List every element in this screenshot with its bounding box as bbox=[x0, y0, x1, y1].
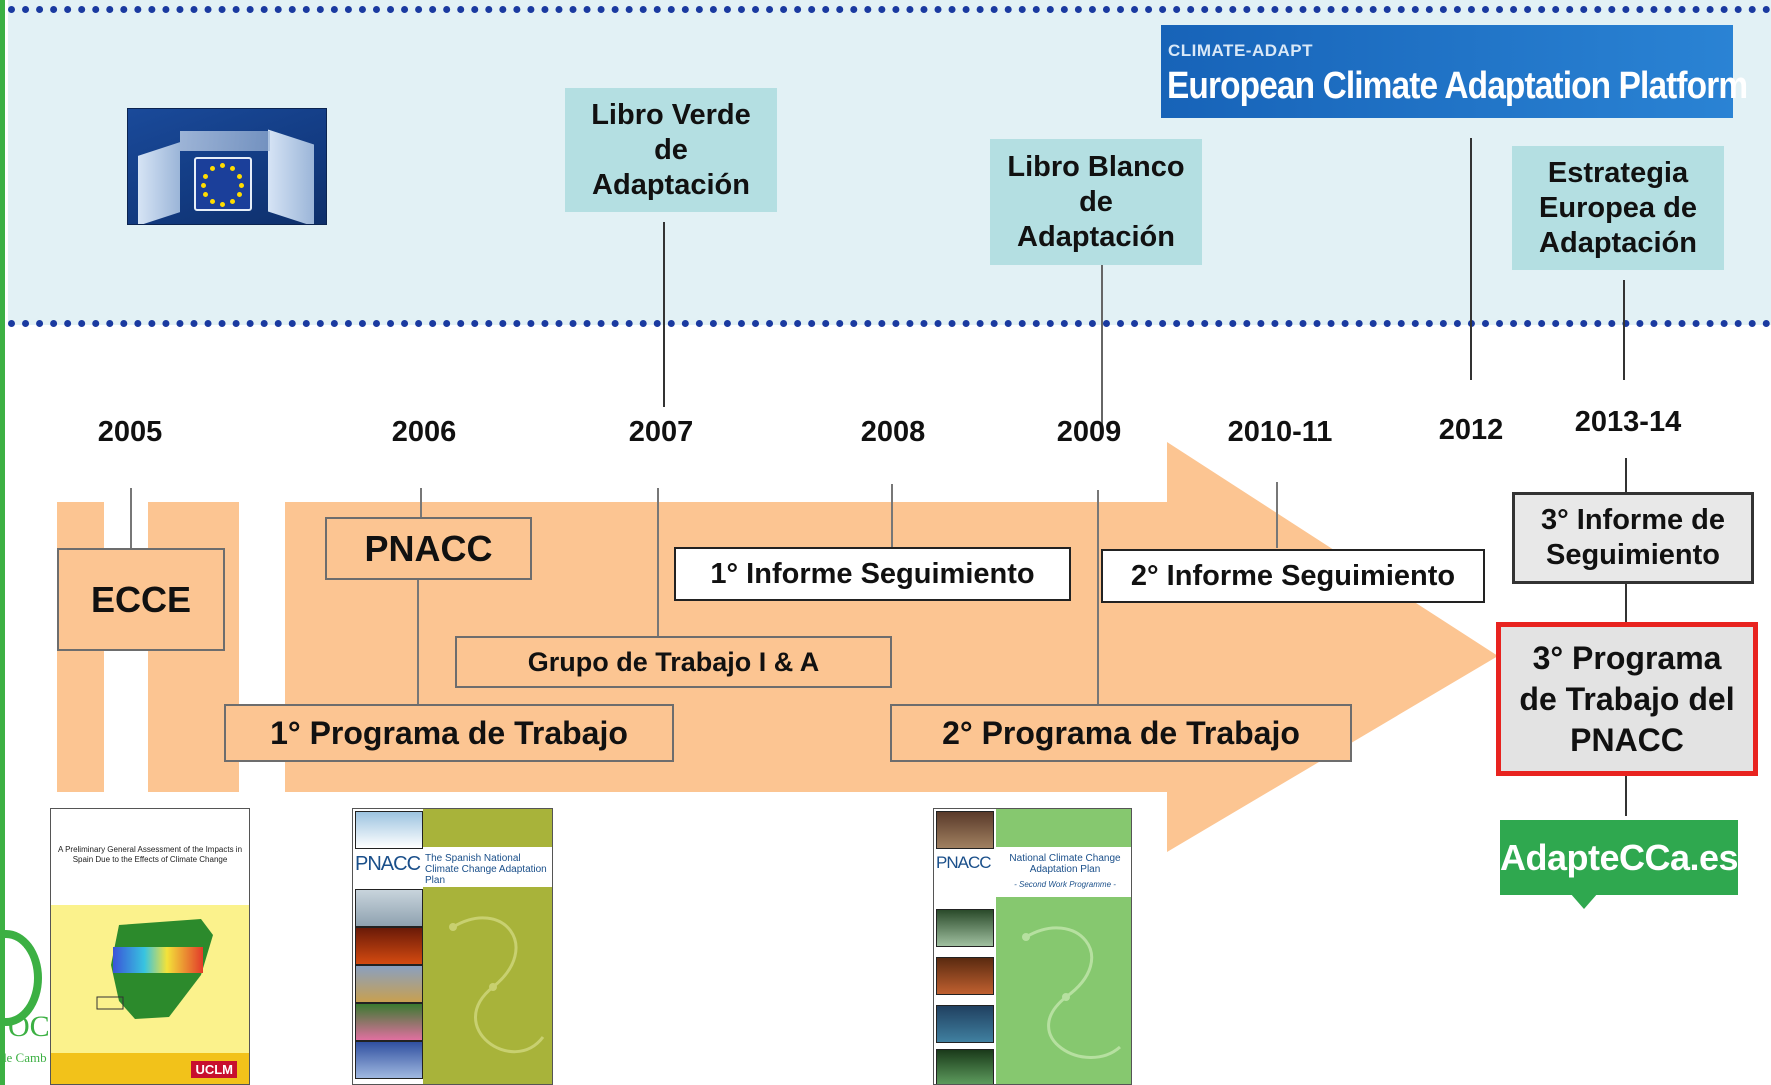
libro-blanco-box: Libro Blanco de Adaptación bbox=[990, 139, 1202, 265]
year-label: 2007 bbox=[628, 416, 694, 448]
partial-logo-subtext: de Camb bbox=[0, 1050, 47, 1065]
year-label: 2010-11 bbox=[1227, 416, 1333, 448]
connector-2005 bbox=[130, 488, 132, 548]
connector-programa-adaptecca bbox=[1625, 776, 1627, 816]
uclm-logo: UCLM bbox=[191, 1061, 237, 1078]
grupo-trabajo-label: Grupo de Trabajo I & A bbox=[527, 646, 820, 677]
year-label: 2006 bbox=[391, 416, 457, 448]
connector-2009 bbox=[1097, 490, 1099, 704]
ecce-report-cover: A Preliminary General Assessment of the … bbox=[50, 808, 250, 1085]
cover-photo-icon bbox=[355, 889, 423, 927]
pnacc-cover-subtitle: - Second Work Programme - bbox=[1014, 880, 1116, 889]
connector-2007-grupo bbox=[657, 488, 659, 636]
connector-2007-eu bbox=[663, 222, 665, 407]
pnacc-cover-logo: PNACC bbox=[355, 853, 421, 875]
pnacc-box: PNACC bbox=[325, 517, 532, 580]
informe-seguimiento-2-label: 2° Informe Seguimiento bbox=[1130, 559, 1456, 592]
year-label: 2009 bbox=[1056, 416, 1122, 448]
connector-2013-eu bbox=[1623, 280, 1625, 380]
pnacc-label: PNACC bbox=[364, 527, 493, 569]
grupo-trabajo-box: Grupo de Trabajo I & A bbox=[455, 636, 892, 688]
libro-blanco-label: Libro Blanco de Adaptación bbox=[1007, 150, 1185, 253]
cover-photo-icon bbox=[355, 1003, 423, 1041]
programa-trabajo-2-box: 2° Programa de Trabajo bbox=[890, 704, 1352, 762]
ecce-cover-footer: UCLM bbox=[51, 1053, 249, 1084]
year-label: 2013-14 bbox=[1574, 406, 1682, 438]
cover-photo-icon bbox=[355, 927, 423, 965]
cover-photo-icon bbox=[936, 957, 994, 995]
informe-seguimiento-3-label: 3° Informe de Seguimiento bbox=[1540, 504, 1726, 571]
year-label: 2008 bbox=[860, 416, 926, 448]
cover-photo-icon bbox=[936, 811, 994, 849]
programa-trabajo-3-box: 3° Programa de Trabajo del PNACC bbox=[1496, 622, 1758, 776]
cover-photo-icon bbox=[355, 965, 423, 1003]
climate-adapt-banner: CLIMATE-ADAPT European Climate Adaptatio… bbox=[1161, 25, 1748, 118]
pnacc-cover-title: National Climate Change Adaptation Plan bbox=[1009, 853, 1121, 875]
connector-2010-11 bbox=[1276, 482, 1278, 548]
pnacc-cover-logo: PNACC bbox=[936, 853, 992, 872]
eu-flag-icon bbox=[194, 157, 252, 211]
informe-seguimiento-1-box: 1° Informe Seguimiento bbox=[674, 547, 1071, 601]
cover-photo-icon bbox=[355, 811, 423, 849]
cover-swirl-icon bbox=[1022, 926, 1121, 1059]
connector-2009-eu bbox=[1101, 265, 1103, 425]
programa-trabajo-2-label: 2° Programa de Trabajo bbox=[942, 714, 1300, 751]
left-edge-stripe bbox=[0, 0, 5, 1085]
partial-logo-letters: OC bbox=[8, 1010, 50, 1043]
estrategia-europea-label: Estrategia Europea de Adaptación bbox=[1539, 156, 1697, 259]
year-label: 2012 bbox=[1438, 414, 1504, 446]
adaptecca-bubble-tail bbox=[1570, 893, 1598, 909]
cover-photo-icon bbox=[936, 1005, 994, 1043]
ecce-label: ECCE bbox=[90, 578, 192, 620]
adaptecca-label: AdapteCCa.es bbox=[1499, 836, 1739, 878]
ecce-box: ECCE bbox=[57, 548, 225, 651]
libro-verde-label: Libro Verde de Adaptación bbox=[591, 98, 751, 201]
ecce-cover-map-area bbox=[51, 905, 249, 1053]
connector-2013-informe bbox=[1625, 458, 1627, 494]
top-dotted-line bbox=[8, 6, 1771, 13]
libro-verde-box: Libro Verde de Adaptación bbox=[565, 88, 777, 212]
informe-seguimiento-1-label: 1° Informe Seguimiento bbox=[710, 557, 1035, 590]
european-commission-logo bbox=[127, 108, 327, 225]
estrategia-europea-box: Estrategia Europea de Adaptación bbox=[1512, 146, 1724, 270]
connector-2008 bbox=[891, 484, 893, 548]
spain-map-icon bbox=[96, 919, 213, 1019]
pnacc-cover-title: The Spanish National Climate Change Adap… bbox=[425, 853, 547, 886]
cover-photo-icon bbox=[355, 1041, 423, 1079]
programa-trabajo-1-label: 1° Programa de Trabajo bbox=[270, 714, 628, 751]
connector-informe-programa bbox=[1625, 584, 1627, 622]
connector-2006 bbox=[420, 488, 422, 518]
climate-adapt-small-label: CLIMATE-ADAPT bbox=[1168, 41, 1313, 60]
programa-trabajo-1-box: 1° Programa de Trabajo bbox=[224, 704, 674, 762]
climate-adapt-platform-label: European Climate Adaptation Platform bbox=[1167, 65, 1748, 107]
adaptecca-logo: AdapteCCa.es bbox=[1499, 820, 1739, 895]
cover-photo-icon bbox=[936, 1049, 994, 1084]
informe-seguimiento-3-box: 3° Informe de Seguimiento bbox=[1512, 492, 1754, 584]
informe-seguimiento-2-box: 2° Informe Seguimiento bbox=[1101, 549, 1485, 603]
cover-swirl-icon bbox=[449, 916, 545, 1054]
bottom-dotted-line bbox=[8, 320, 1771, 327]
programa-trabajo-3-label: 3° Programa de Trabajo del PNACC bbox=[1519, 639, 1735, 758]
pnacc-cover: PNACC The Spanish National Climate Chang… bbox=[352, 808, 553, 1085]
year-label: 2005 bbox=[97, 416, 163, 448]
connector-2012-eu bbox=[1470, 138, 1472, 380]
connector-pnacc-programa bbox=[417, 580, 419, 704]
pnacc-second-programme-cover: PNACC National Climate Change Adaptation… bbox=[933, 808, 1132, 1085]
cover-photo-icon bbox=[936, 909, 994, 947]
ecce-cover-title: A Preliminary General Assessment of the … bbox=[51, 809, 249, 905]
